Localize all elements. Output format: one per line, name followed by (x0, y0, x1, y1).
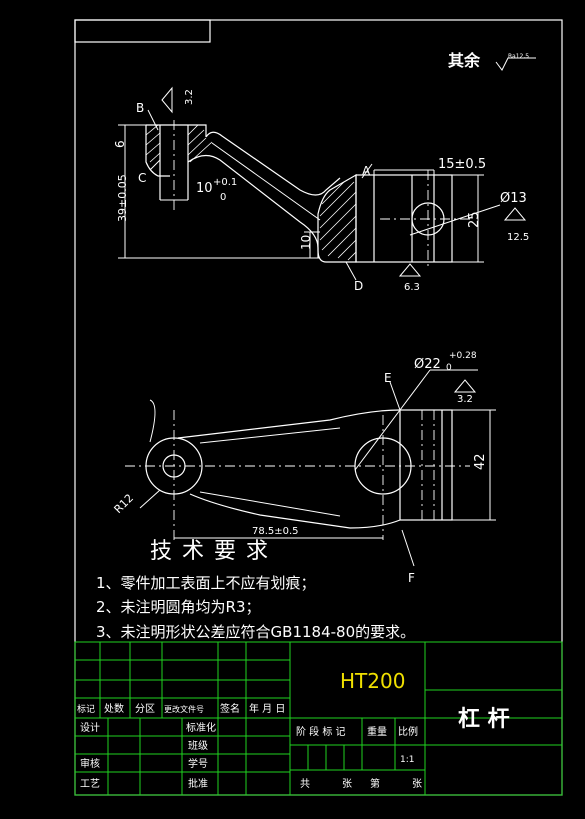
tb-scale: 1:1 (400, 755, 414, 765)
dim-13: Ø13 (500, 191, 527, 206)
requirement-1: 1、零件加工表面上不应有划痕； (96, 574, 316, 592)
title-block (74, 641, 563, 796)
requirements-heading: 技术要求 (150, 539, 278, 564)
tb-stage-0: 阶 段 标 记 (296, 725, 346, 738)
label-b: B (136, 101, 144, 115)
label-e: E (384, 371, 392, 385)
tb-stage-1: 重量 (367, 725, 387, 738)
dim-25: 25 (467, 211, 482, 228)
tb-sheet-3: 张 (412, 778, 422, 790)
label-f: F (408, 571, 415, 585)
dim-r12: R12 (112, 492, 136, 516)
corner-box (74, 19, 211, 43)
roughness-hole: 3.2 (457, 394, 473, 405)
dim-10tol: 10 (196, 181, 213, 196)
tb-header-3: 更改文件号 (164, 704, 204, 714)
rest-finish-label: 其余 (448, 51, 481, 70)
dim-6: 6 (113, 140, 127, 148)
tb-header-2: 分区 (135, 703, 155, 715)
tb-sheet-1: 张 (342, 778, 352, 790)
tb-student-no: 学号 (188, 757, 208, 770)
dim-785: 78.5±0.5 (252, 526, 299, 537)
front-view (118, 86, 527, 281)
label-c: C (138, 171, 146, 185)
tb-standard: 标准化 (186, 721, 216, 734)
roughness-right: 12.5 (507, 232, 529, 243)
roughness-symbol (495, 57, 536, 71)
dim-10tol-upper: +0.1 (213, 177, 237, 188)
dim-10tol-lower: 0 (220, 192, 226, 203)
tb-stage-2: 比例 (398, 725, 418, 738)
tb-sheet-0: 共 (300, 778, 310, 790)
requirement-2: 2、未注明圆角均为R3； (96, 598, 261, 616)
tb-sheet-2: 第 (370, 777, 380, 790)
drawing-border (74, 19, 563, 796)
tb-header-1: 处数 (104, 702, 124, 715)
tb-header-0: 标记 (77, 703, 95, 715)
label-d: D (354, 279, 363, 293)
rest-finish-value: Ra12.5 (508, 53, 529, 60)
dim-39: 39±0.05 (116, 174, 129, 222)
dim-22: Ø22 (414, 357, 441, 372)
top-view (125, 369, 496, 567)
dim-22-upper: +0.28 (449, 351, 477, 361)
tb-header-5: 年 月 日 (249, 702, 285, 715)
roughness-bottom: 6.3 (404, 282, 420, 293)
roughness-top: 3.2 (184, 89, 195, 105)
dim-22-lower: 0 (446, 363, 452, 373)
tb-header-4: 签名 (220, 702, 240, 715)
tb-approve: 批准 (188, 777, 208, 790)
dim-15: 15±0.5 (438, 157, 486, 172)
label-a: A (362, 164, 371, 178)
material: HT200 (340, 669, 405, 693)
dim-10: 10 (299, 235, 313, 250)
tb-review: 审核 (80, 757, 100, 770)
tb-process: 工艺 (80, 778, 100, 790)
tb-design: 设计 (80, 721, 100, 734)
tb-class: 班级 (188, 740, 208, 752)
dim-42: 42 (473, 453, 488, 470)
requirement-3: 3、未注明形状公差应符合GB1184-80的要求。 (96, 623, 415, 641)
part-name: 杠 杆 (458, 706, 510, 732)
